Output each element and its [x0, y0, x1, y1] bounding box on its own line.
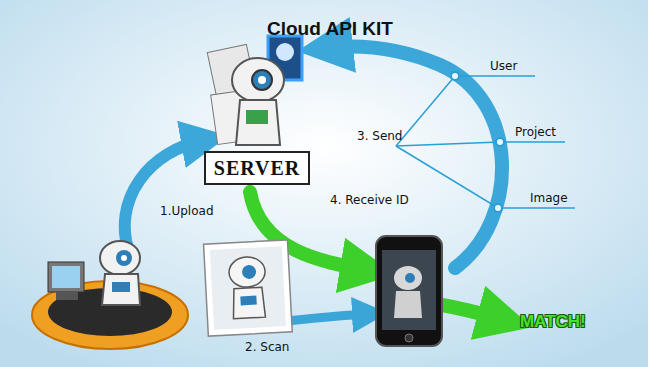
- step-label: 3. Send: [357, 129, 403, 143]
- step-label: 1.Upload: [160, 204, 214, 218]
- data-field-label: User: [490, 59, 517, 73]
- step-label: 4. Receive ID: [330, 193, 409, 207]
- phone: [376, 236, 442, 346]
- computer-robot: [32, 241, 188, 349]
- server-robot: [207, 36, 302, 145]
- upload-arrow: [125, 140, 205, 255]
- server-box: SERVER: [204, 151, 310, 185]
- step-label: 2. Scan: [245, 340, 289, 354]
- send-leaders: [396, 76, 575, 208]
- robot-photo: [204, 240, 293, 336]
- data-field-label: Image: [530, 191, 568, 205]
- send-dots: [451, 72, 504, 212]
- match-arrow: [442, 305, 505, 320]
- diagram-title: Cloud API KIT: [267, 18, 393, 40]
- match-label: MATCH!: [520, 312, 586, 332]
- data-field-label: Project: [515, 125, 556, 139]
- node-label: SERVER: [214, 157, 300, 180]
